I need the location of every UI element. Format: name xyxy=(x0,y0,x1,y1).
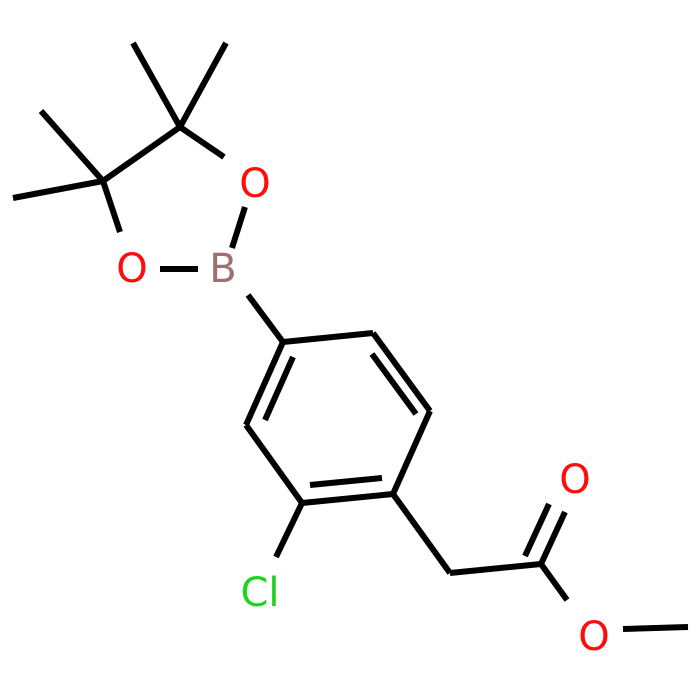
atom-boron: B xyxy=(209,246,236,292)
bond-c1-c2 xyxy=(101,124,182,184)
atom-chlorine: Cl xyxy=(240,570,279,616)
bond-ring-2-inner xyxy=(369,352,419,416)
bond-ch2-carbonyl xyxy=(449,561,542,576)
bond-o-ester-methyl xyxy=(622,624,689,632)
atom-o-ring-lower: O xyxy=(116,246,147,292)
atom-o-carbonyl: O xyxy=(559,457,590,503)
bond-ring-6-inner xyxy=(262,355,296,422)
benzene-ring xyxy=(243,293,433,506)
atom-o-ring-upper: O xyxy=(239,161,270,207)
bond-ring-4 xyxy=(301,491,394,506)
bond-o-upper-b xyxy=(229,206,248,249)
bond-ring-cl xyxy=(273,501,305,559)
bond-carbonyl-o-b xyxy=(522,502,552,558)
bond-ring-6 xyxy=(243,340,286,427)
methyl-acetate-group xyxy=(390,492,689,632)
bond-ring-4-inner xyxy=(309,475,383,488)
bond-methyl-c1a xyxy=(130,41,183,129)
bond-c2-o-lower xyxy=(100,180,123,233)
bond-methyl-c2b xyxy=(12,178,104,201)
pinacol-boronate-group xyxy=(12,41,248,272)
bond-ring-ch2 xyxy=(390,492,453,575)
bond-ring-1 xyxy=(282,330,374,345)
bond-ring-2 xyxy=(370,331,433,413)
bond-methyl-c2a xyxy=(38,109,106,183)
bond-carbonyl-o-a xyxy=(538,510,568,566)
bond-methyl-c1b xyxy=(177,41,229,129)
bond-c1-o-upper xyxy=(178,124,226,160)
bond-ring-3 xyxy=(390,409,433,496)
bond-carbonyl-o-ester xyxy=(538,562,570,602)
atom-o-ester: O xyxy=(578,614,609,660)
bond-b-ring xyxy=(245,293,286,344)
bond-ring-5 xyxy=(243,423,305,505)
